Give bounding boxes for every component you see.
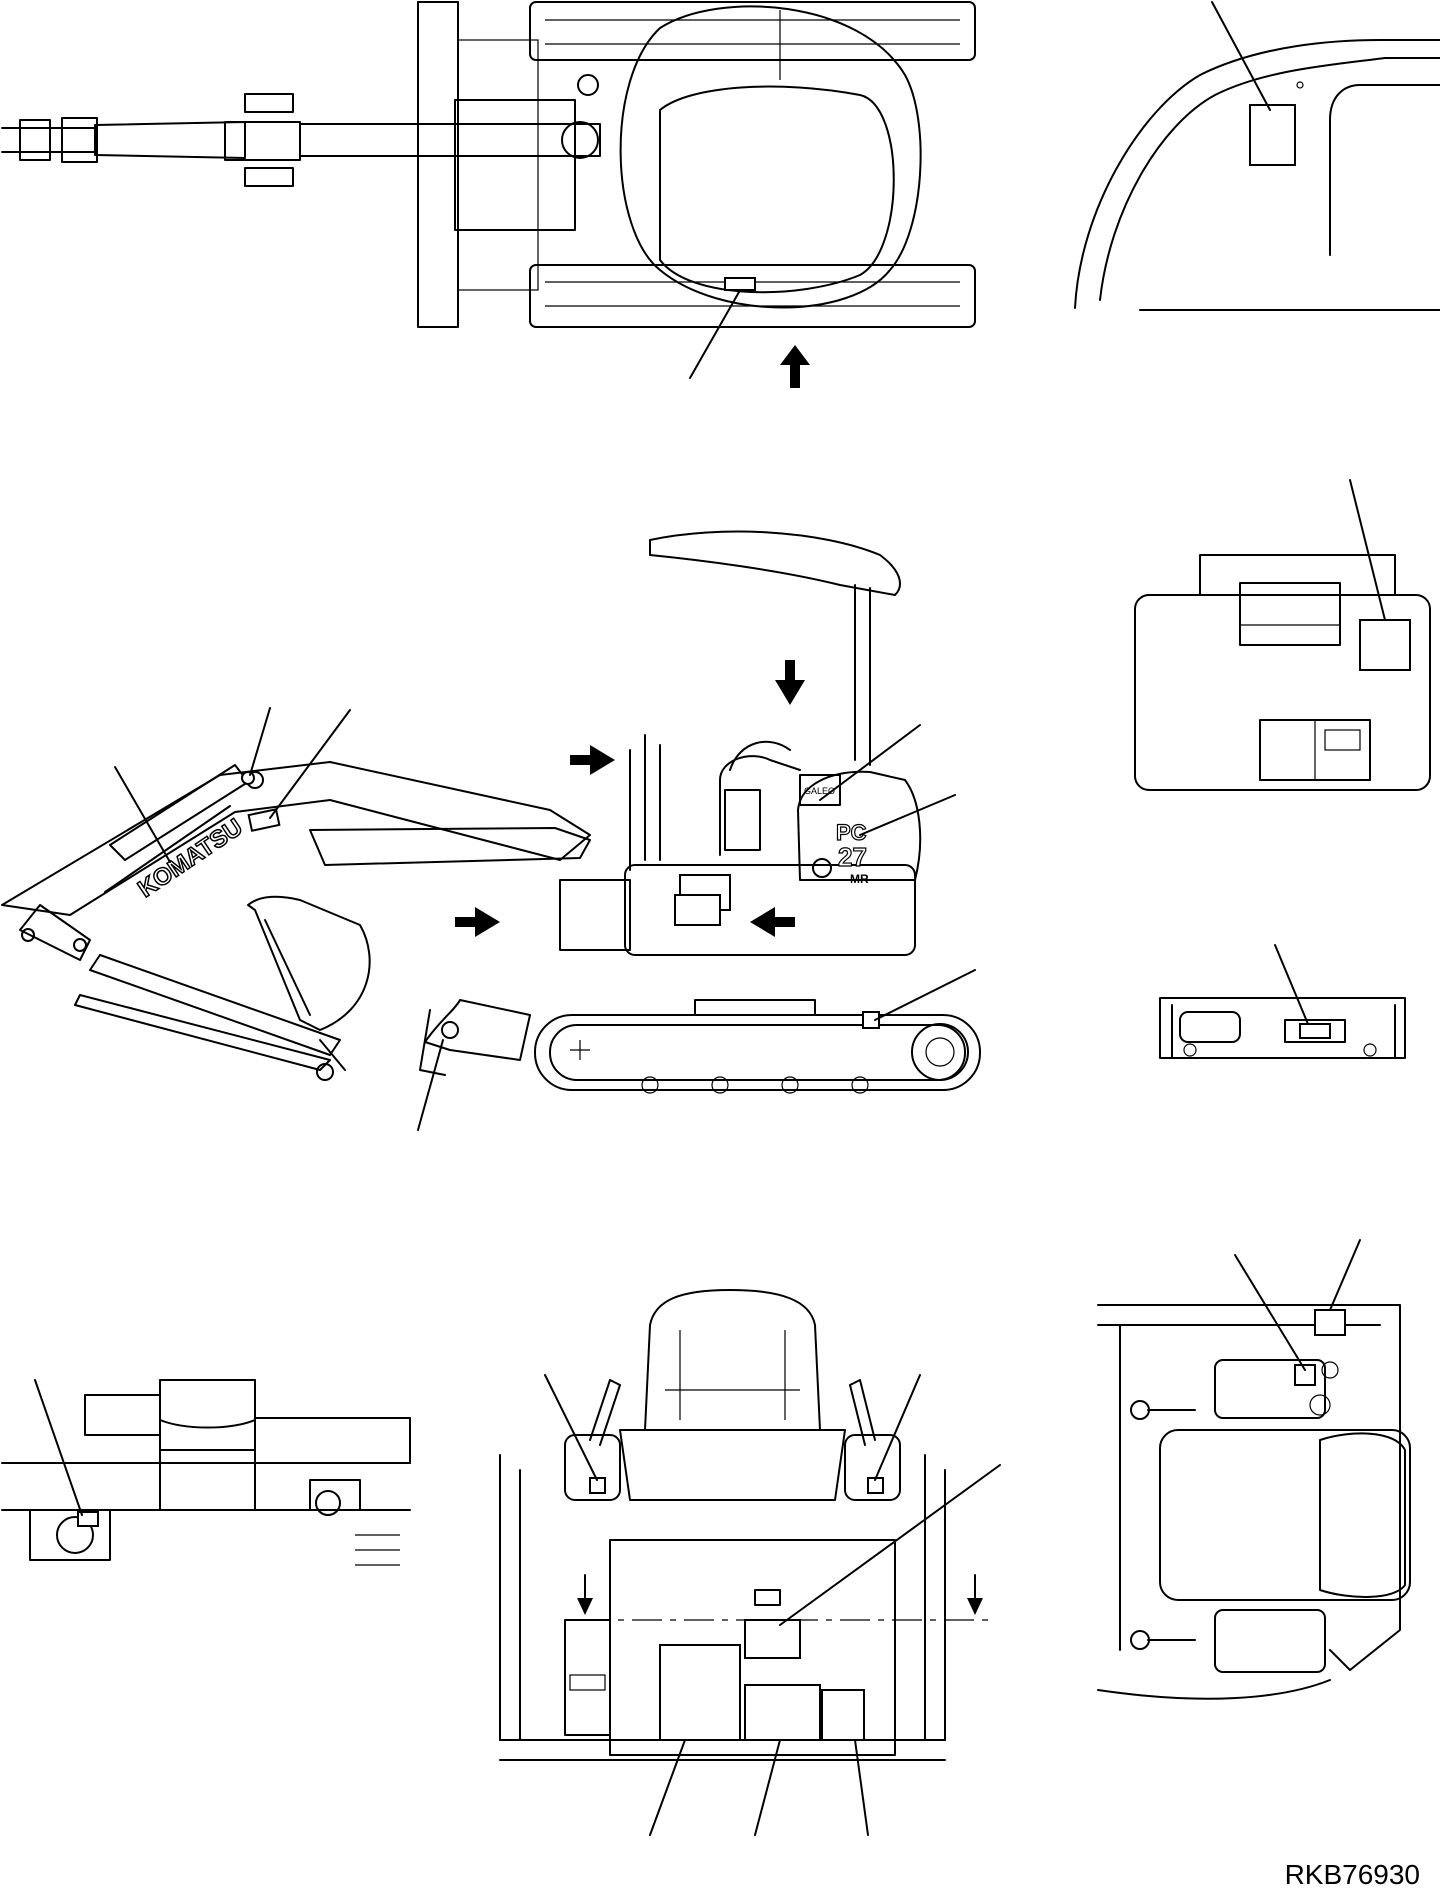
- floor-plate-detail: [1, 1379, 411, 1566]
- canopy-detail: [1074, 1, 1440, 311]
- model-badge-line2: 27: [838, 842, 867, 872]
- view-arrow-down: [775, 660, 805, 705]
- view-arrow-right-upper: [570, 745, 615, 775]
- view-arrow-left: [750, 907, 795, 937]
- storage-tray-view: [1159, 944, 1406, 1059]
- model-badge-line1: PC: [836, 820, 867, 845]
- operator-seat-view: [499, 1289, 1001, 1836]
- view-arrow-right-lower: [455, 907, 500, 937]
- plan-view: [1, 1, 976, 388]
- operator-compartment-view: [1097, 1239, 1411, 1700]
- cab-tag-text: GALEO: [804, 786, 835, 796]
- document-reference-code: RKB76930: [1284, 1859, 1420, 1890]
- side-view: KOMATSU GALEO PC 27: [1, 530, 981, 1131]
- model-badge-line3: MR: [850, 872, 869, 886]
- battery-box-view: [1134, 479, 1431, 791]
